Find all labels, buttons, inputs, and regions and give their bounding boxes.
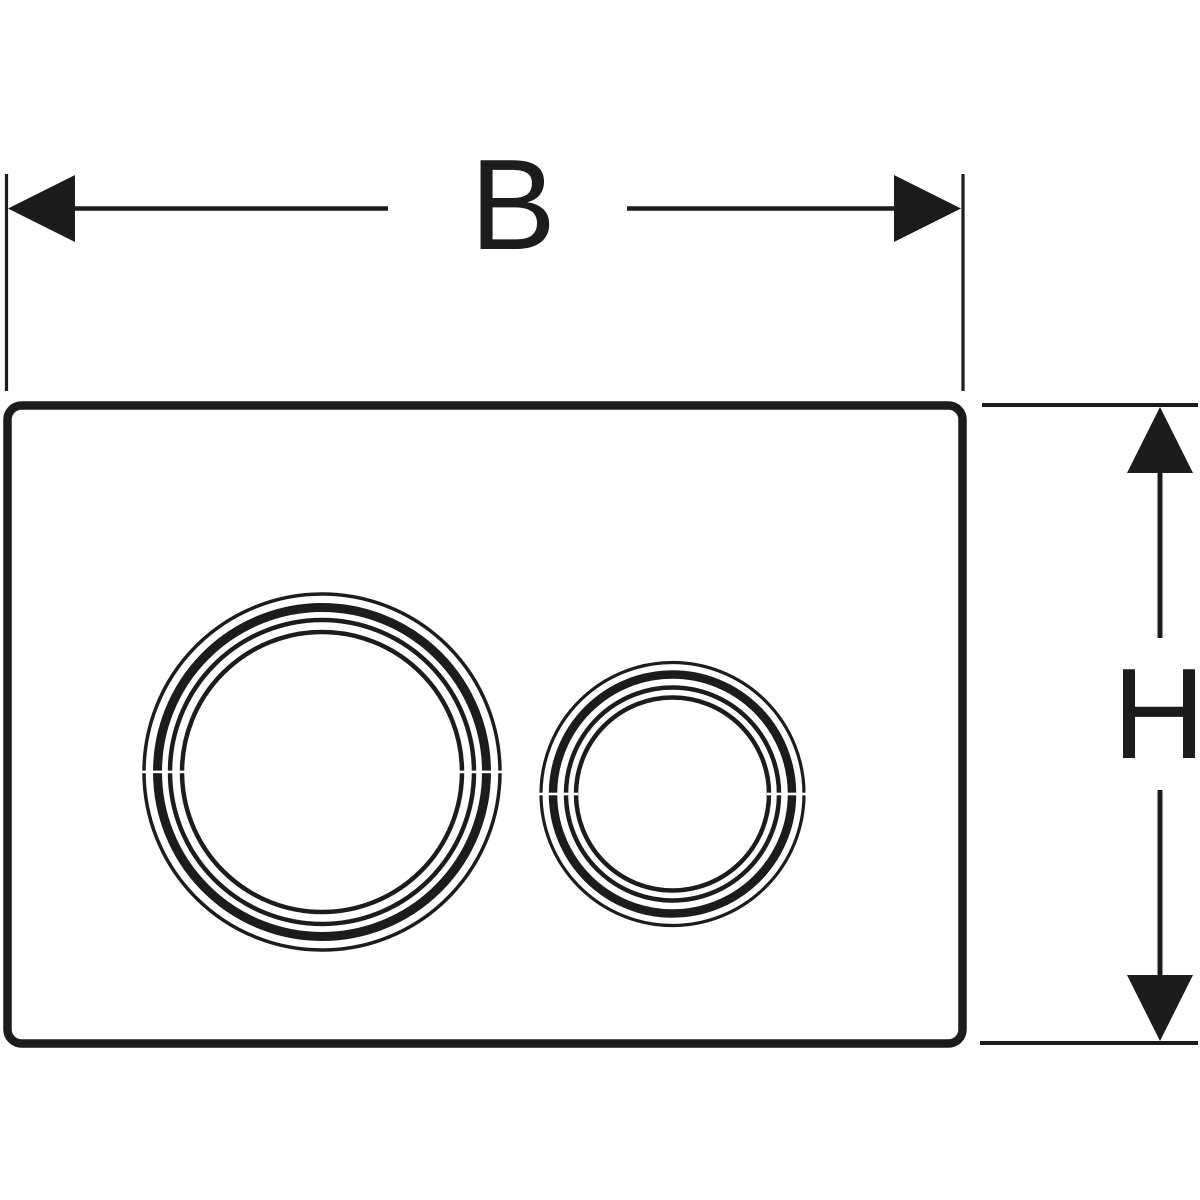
- large-button-centerline-mark-right: [457, 770, 503, 774]
- height-arrowhead-top: [1127, 407, 1193, 473]
- small-button-inner-ring: [563, 685, 782, 903]
- large-button-outer-ring: [142, 592, 502, 952]
- large-flush-button: [141, 592, 503, 952]
- large-button-inner-ring: [167, 617, 477, 927]
- width-arrowhead-left: [8, 175, 75, 242]
- small-button-bezel-ring: [548, 670, 797, 918]
- width-arrowhead-right: [894, 175, 961, 242]
- large-button-centerline-mark-left: [141, 770, 187, 774]
- width-dimension-label: B: [470, 133, 556, 277]
- large-button-bezel-ring: [153, 603, 491, 941]
- height-dimension-label: H: [1112, 642, 1200, 786]
- height-arrowhead-bottom: [1127, 975, 1193, 1041]
- height-dimension: H: [980, 403, 1200, 1045]
- small-button-face-ring: [573, 695, 772, 893]
- large-button-face-ring: [179, 629, 465, 915]
- width-dimension: B: [4, 133, 965, 391]
- small-button-centerline-mark-left: [538, 792, 578, 796]
- small-button-centerline-mark-right: [767, 792, 807, 796]
- small-flush-button: [538, 660, 807, 928]
- flush-plate-outline: [3, 401, 967, 1048]
- small-button-outer-ring: [539, 660, 806, 928]
